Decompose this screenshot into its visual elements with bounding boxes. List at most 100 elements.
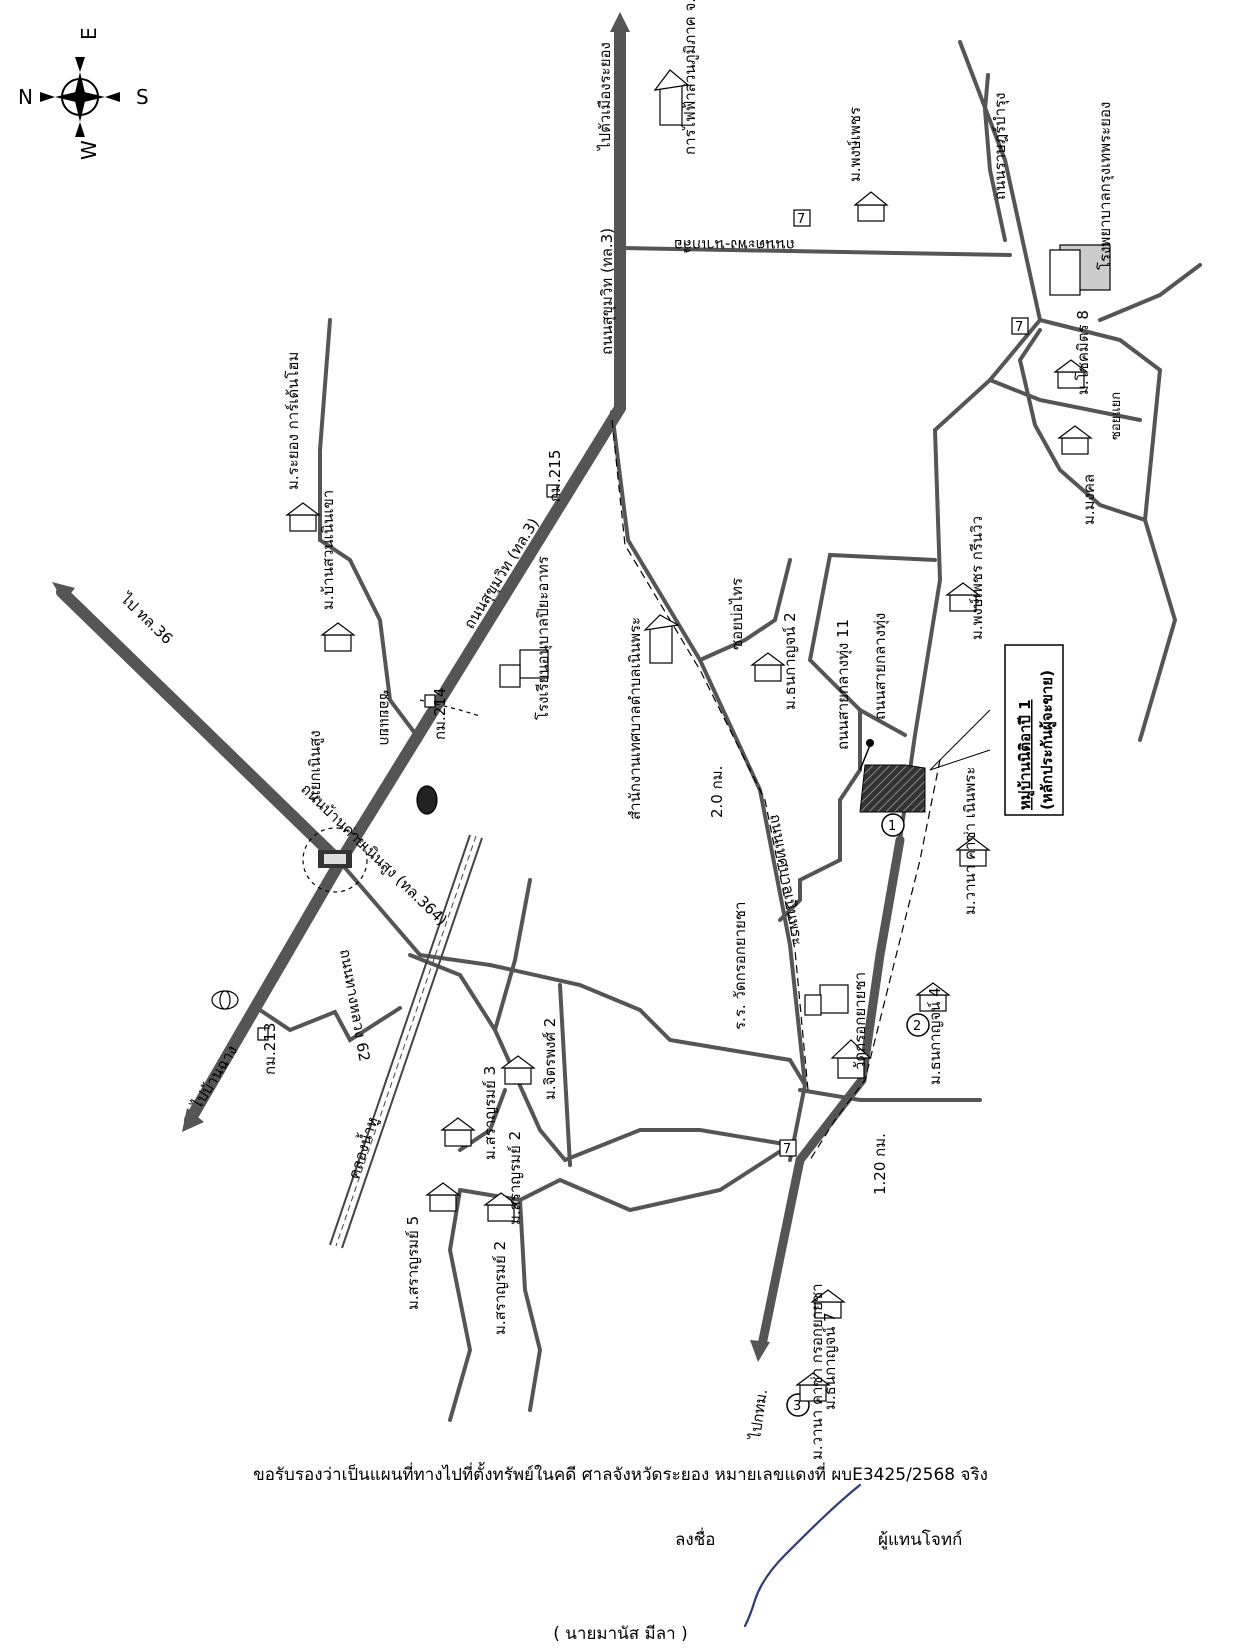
house-icon bbox=[750, 652, 786, 682]
seven-eleven-icon: 7 bbox=[1011, 317, 1029, 335]
place-icons: 7 7 7 bbox=[211, 69, 1111, 1402]
arrow-to-rayong-icon bbox=[610, 12, 630, 32]
km-post-icon bbox=[424, 694, 436, 708]
road-east-main bbox=[898, 40, 1043, 842]
label-wana-noenphra: ม.วานา คาซ่า เนินพระ bbox=[961, 767, 979, 915]
gas-station-icon bbox=[416, 785, 438, 815]
km-post-icon bbox=[257, 1027, 269, 1041]
compass-w: W bbox=[77, 140, 101, 160]
road-jittraphong bbox=[408, 953, 792, 1163]
label-school: โรงเรียนอนุบาลปิยะอาทร bbox=[534, 556, 553, 720]
canal-khlong-namhu bbox=[329, 834, 483, 1249]
house-icon bbox=[1057, 425, 1093, 455]
svg-text:2: 2 bbox=[913, 1019, 921, 1034]
school-icon bbox=[499, 649, 549, 688]
house-icon bbox=[285, 502, 321, 532]
target-subtitle: (หลักประกันผู้จะขาย) bbox=[1038, 670, 1057, 810]
label-saranrom2b: ม.สราญรมย์ 2 bbox=[491, 1241, 509, 1335]
label-pea: การไฟฟ้าส่วนภูมิภาค จ.ระยอง bbox=[681, 0, 699, 155]
target-property: หมู่บ้านนิติอาปี 1 (หลักประกันผู้จะขาย) bbox=[859, 644, 1064, 816]
label-to-hwy36: ไป ทล.36 bbox=[117, 589, 177, 648]
svg-text:7: 7 bbox=[797, 212, 805, 227]
road-hwy364 bbox=[56, 586, 346, 868]
sign-label: ลงชื่อ bbox=[675, 1530, 716, 1550]
label-wat-school: ร.ร. วัดกรอกยายชา bbox=[731, 902, 749, 1030]
label-pongphet: ม.พงษ์เพชร bbox=[846, 107, 864, 182]
house-icon bbox=[320, 622, 356, 652]
road-sailaengthung bbox=[807, 552, 937, 737]
label-jittraphong: ม.จิตรพงศ์ 2 bbox=[541, 1018, 559, 1100]
label-junction: แยกเนินสูง bbox=[306, 730, 324, 800]
arrow-to-bangkok-icon bbox=[750, 1340, 770, 1362]
label-baan-suan: ม.บ้านสวนเนินเขา bbox=[319, 490, 337, 610]
building-icon bbox=[653, 69, 690, 126]
label-road62: ถนนทางหลวง 62 bbox=[336, 948, 374, 1063]
house-icon bbox=[945, 582, 981, 612]
house-icon bbox=[810, 1289, 846, 1319]
hospital-icon bbox=[1049, 244, 1111, 296]
label-rayong-garden: ม.ระยอง การ์เด้นโฮม bbox=[284, 352, 302, 490]
label-mongkol: ม.มงคล bbox=[1080, 474, 1098, 525]
compass-s: S bbox=[136, 85, 149, 109]
label-dist-2km: 2.0 กม. bbox=[708, 766, 726, 818]
house-icon bbox=[915, 982, 951, 1012]
label-wana-krok-1: ม.วานา คาซ่า กรอกยายชา bbox=[808, 1283, 826, 1460]
compass-arrow-west-icon bbox=[75, 122, 85, 137]
house-icon bbox=[955, 837, 991, 867]
route-dashes bbox=[419, 419, 941, 1161]
km-post-icon bbox=[546, 484, 558, 498]
marker-2: 2 bbox=[906, 1013, 930, 1037]
house-icon bbox=[483, 1192, 519, 1222]
road-to-bangkok bbox=[757, 835, 905, 1350]
marker-1: 1 bbox=[881, 813, 905, 837]
road-link-south bbox=[558, 983, 572, 1167]
seven-eleven-icon: 7 bbox=[793, 209, 811, 227]
house-icon bbox=[500, 1055, 536, 1085]
road-rayong-garden bbox=[318, 318, 422, 742]
major-roads bbox=[52, 12, 905, 1362]
road-chokmitr bbox=[988, 378, 1142, 422]
label-tbl-office: สำนักงานเทศบาลตำบลเนินพระ bbox=[626, 617, 644, 820]
road-loop-north bbox=[1098, 263, 1202, 322]
house-icon bbox=[853, 191, 889, 222]
road-saranrom-west bbox=[447, 1188, 473, 1422]
signer-name: ( นายมานัส มีลา ) bbox=[553, 1624, 688, 1644]
road-wat-east bbox=[798, 1088, 982, 1102]
road-62 bbox=[338, 860, 807, 1087]
svg-text:3: 3 bbox=[793, 1399, 801, 1414]
label-thanakarn2: ม.ธนกาญจน์ 2 bbox=[781, 612, 799, 710]
label-sukhumvit-diag: ถนนสุขุมวิท (ทล.3) bbox=[460, 515, 543, 633]
label-side-road: ซอยแยก bbox=[376, 690, 394, 746]
signer-role: ผู้แทนโจทก์ bbox=[878, 1530, 963, 1550]
target-title: หมู่บ้านนิติอาปี 1 bbox=[1016, 699, 1035, 810]
svg-text:1: 1 bbox=[888, 819, 896, 834]
label-saranrom3: ม.สราญรมย์ 3 bbox=[481, 1066, 499, 1160]
compass-arrow-south-icon bbox=[105, 92, 120, 102]
arrow-to-hwy36-icon bbox=[52, 582, 75, 602]
label-km214: กม.214 bbox=[431, 688, 449, 740]
toyota-logo-icon bbox=[211, 990, 239, 1010]
junction-noensung bbox=[302, 827, 368, 893]
label-chokmitr: ม.โชคมิตร 8 bbox=[1074, 310, 1092, 395]
label-to-rayong: ไปตัวเมืองระยอง bbox=[596, 42, 614, 151]
house-icon bbox=[795, 1372, 831, 1402]
road-loop-east bbox=[1038, 318, 1178, 742]
property-location-map: N S E W bbox=[18, 0, 1202, 1460]
label-soi-bothong: ซอยบ่อไทร bbox=[728, 578, 746, 650]
label-saranrom2a: ม.สราญรมย์ 2 bbox=[506, 1131, 524, 1225]
compass-e: E bbox=[77, 27, 101, 40]
label-soi-mongkol: ซอยแยก bbox=[1109, 392, 1124, 440]
label-thanakarn7: ม.ธนกาญจน์ 7 bbox=[821, 1312, 839, 1410]
temple-icon bbox=[830, 1039, 872, 1079]
road-saranrom bbox=[458, 1143, 792, 1213]
svg-text:7: 7 bbox=[1015, 320, 1023, 335]
road-west-branch bbox=[258, 1006, 402, 1043]
road-jittraphong-north bbox=[493, 878, 532, 1032]
label-tapong: ถนนตะพง-นาเกลือ bbox=[674, 236, 795, 254]
signature bbox=[743, 1483, 862, 1628]
seven-eleven-icon: 7 bbox=[779, 1139, 797, 1157]
label-to-banchang: ไปบ้านฉาง bbox=[188, 1042, 242, 1113]
road-sukhumvit-diagonal bbox=[184, 402, 626, 1126]
label-dist-120km: 1.20 กม. bbox=[871, 1133, 889, 1195]
